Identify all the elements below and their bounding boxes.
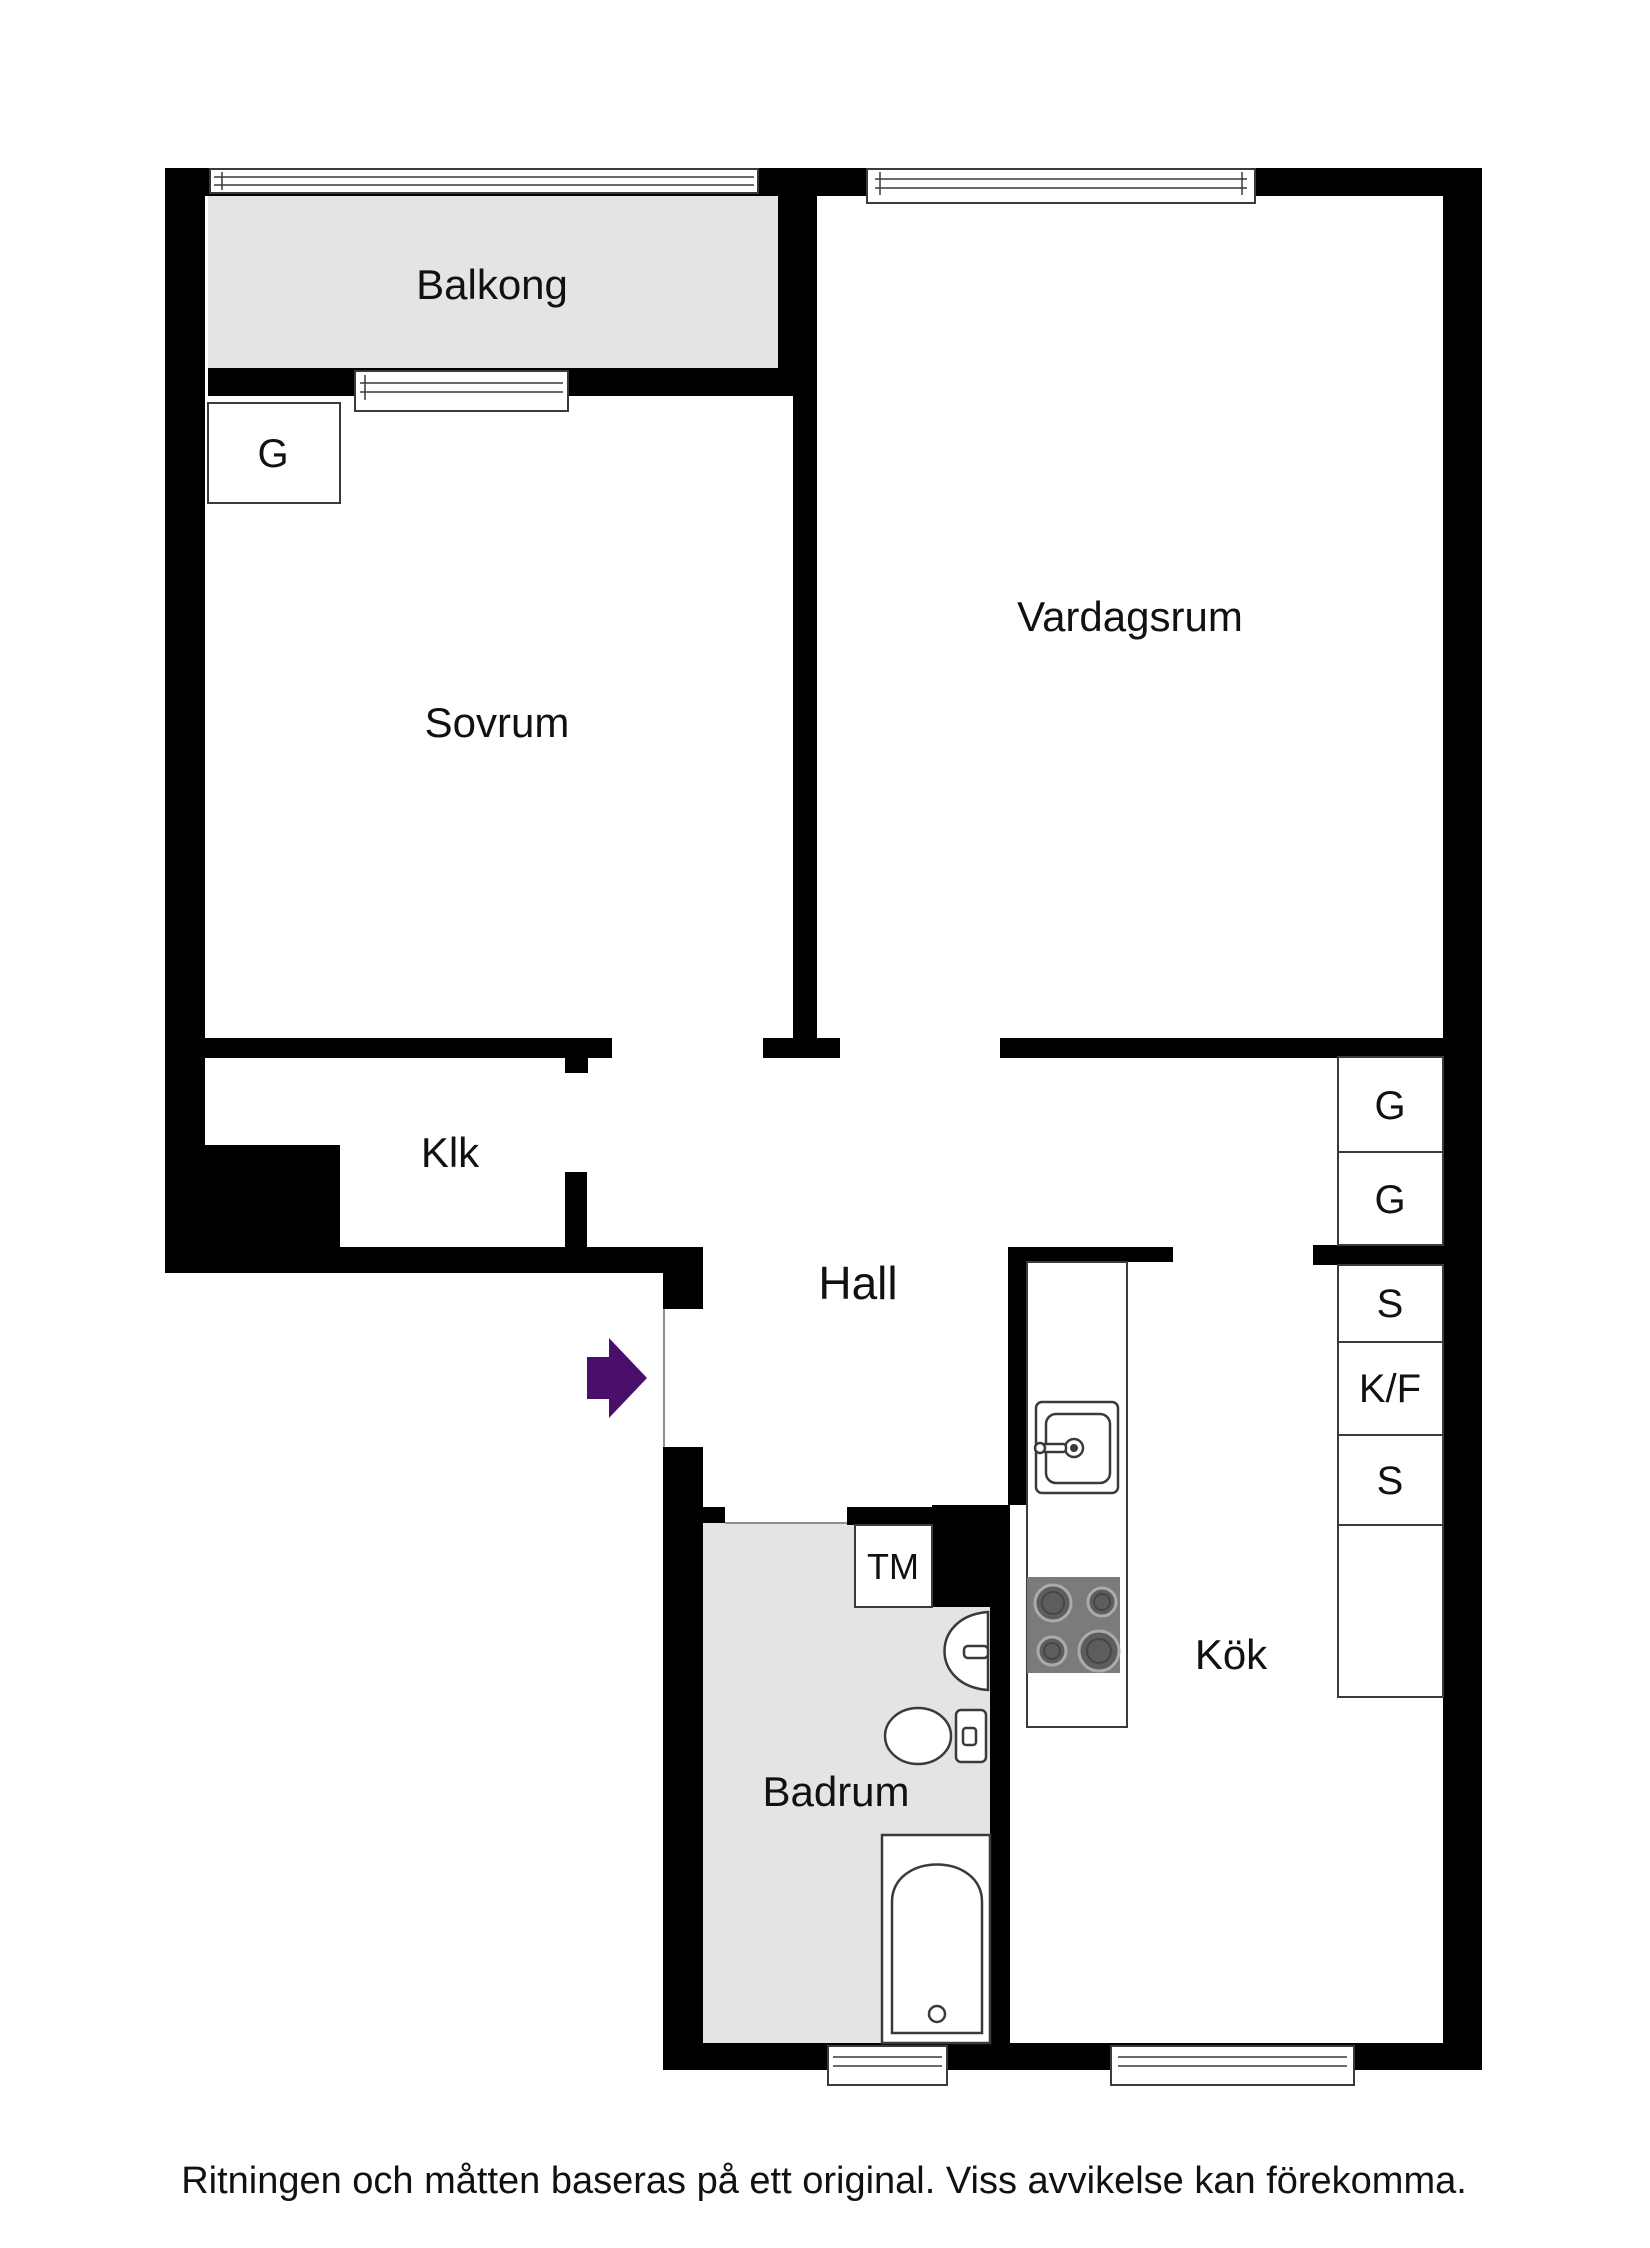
burner-icon xyxy=(1077,1629,1121,1673)
wall-hall-kitchen-horizontal xyxy=(1008,1247,1173,1262)
wall-bathroom-top-tab xyxy=(703,1507,725,1523)
wall-kitchen-door-jamb xyxy=(1313,1245,1443,1265)
wall-bedroom-bottom xyxy=(205,1038,612,1058)
burner-icon xyxy=(1086,1586,1118,1618)
label-hall: Hall xyxy=(818,1257,897,1309)
wall-livingroom-bottom xyxy=(1000,1038,1443,1058)
kitchen-unit-g1-box xyxy=(1337,1056,1444,1153)
wall-right xyxy=(1443,168,1482,2070)
bathroom-sink xyxy=(943,1610,990,1692)
window-bathroom xyxy=(827,2045,948,2086)
washing-machine: TM xyxy=(854,1524,933,1608)
kitchen-counter xyxy=(1026,1261,1128,1728)
kitchen-unit-s2-label: S xyxy=(1377,1459,1404,1503)
wall-closet-door-jamb xyxy=(565,1058,588,1073)
bedroom-wardrobe: G xyxy=(207,402,341,504)
wall-bedroom-livingroom-cap xyxy=(763,1038,840,1058)
wall-bedroom-livingroom xyxy=(793,196,817,1038)
label-closet: Klk xyxy=(421,1129,480,1176)
bathtub xyxy=(880,1833,992,2045)
wall-bottom-left xyxy=(165,1247,663,1273)
wall-bathroom-kitchen xyxy=(990,1607,1010,2043)
window-kitchen xyxy=(1110,2045,1355,2086)
kitchen-unit-column: G G S K/F S xyxy=(1337,1056,1444,1698)
wall-bathroom-left xyxy=(663,1523,703,2043)
kitchen-unit-s2-box xyxy=(1337,1434,1444,1526)
label-balcony: Balkong xyxy=(416,261,568,308)
entry-arrow-icon xyxy=(587,1338,647,1418)
toilet xyxy=(883,1706,988,1766)
kitchen-unit-g1-label: G xyxy=(1374,1084,1405,1128)
bedroom-wardrobe-label: G xyxy=(257,432,288,476)
disclaimer-text: Ritningen och måtten baseras på ett orig… xyxy=(181,2160,1467,2202)
window-livingroom xyxy=(866,168,1256,204)
window-balcony-door xyxy=(354,370,569,412)
drain-icon xyxy=(927,2004,947,2024)
wall-bottom xyxy=(663,2043,1482,2070)
wall-entry-lower xyxy=(663,1447,703,1523)
room-hall xyxy=(588,1058,1008,1507)
wall-entry-upper xyxy=(663,1247,703,1309)
kitchen-unit-s1-label: S xyxy=(1377,1282,1404,1326)
kitchen-unit-kf-label: K/F xyxy=(1359,1367,1421,1411)
kitchen-unit-g2-box xyxy=(1337,1151,1444,1246)
kitchen-sink xyxy=(1033,1400,1120,1495)
kitchen-unit-g2-label: G xyxy=(1374,1178,1405,1222)
label-living-room: Vardagsrum xyxy=(1017,593,1243,640)
burner-icon xyxy=(1033,1583,1073,1623)
wall-bathroom-top xyxy=(847,1507,932,1525)
label-kitchen: Kök xyxy=(1195,1631,1268,1678)
kitchen-unit-blank-box xyxy=(1337,1524,1444,1698)
wall-closet-right xyxy=(565,1172,587,1247)
balcony-floor xyxy=(208,196,778,368)
washing-machine-label: TM xyxy=(867,1546,919,1587)
label-bedroom: Sovrum xyxy=(425,699,570,746)
wall-hall-kitchen-vertical xyxy=(1008,1247,1027,1505)
window-balcony-railing xyxy=(209,168,759,194)
burner-icon xyxy=(1036,1635,1068,1667)
wall-bathroom-kitchen-block xyxy=(932,1505,1010,1607)
wall-left xyxy=(165,168,205,1145)
label-bathroom: Badrum xyxy=(762,1768,909,1815)
kitchen-stove xyxy=(1027,1577,1121,1673)
